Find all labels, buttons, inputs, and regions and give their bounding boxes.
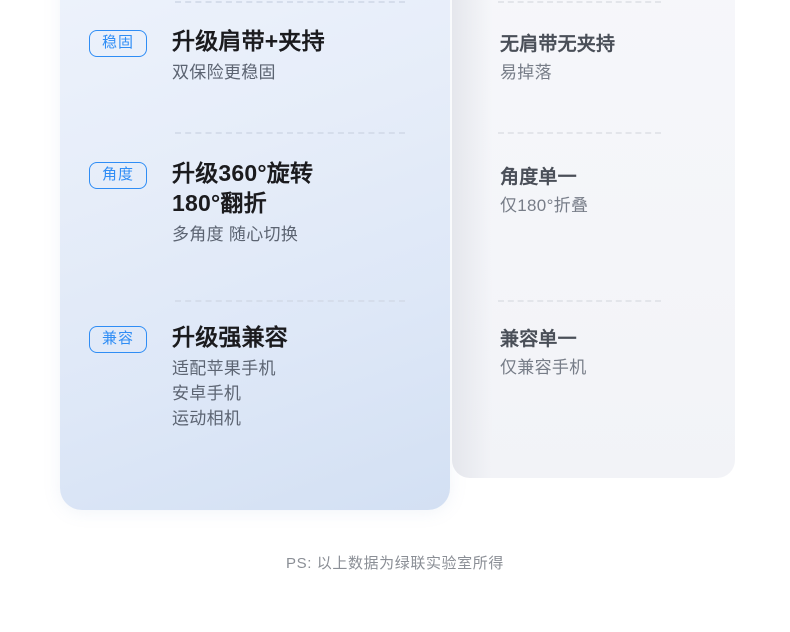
- other-subtitle-stability: 易掉落: [500, 63, 552, 82]
- badge-angle: 角度: [89, 162, 147, 189]
- ours-subtitle-stability: 双保险更稳固: [172, 63, 276, 82]
- divider-other-1: [498, 132, 661, 134]
- ours-title-compat: 升级强兼容: [172, 324, 288, 350]
- ours-subtitle-compat: 适配苹果手机 安卓手机 运动相机: [172, 359, 276, 428]
- ours-row-stability-text: 升级肩带+夹持 双保险更稳固: [172, 26, 450, 85]
- divider-ours-2: [175, 300, 405, 302]
- comparison-section: 稳固 升级肩带+夹持 双保险更稳固 角度 升级360°旋转 180°翻折 多角度…: [60, 0, 735, 510]
- divider-other-top: [498, 1, 661, 3]
- divider-other-2: [498, 300, 661, 302]
- other-subtitle-compat: 仅兼容手机: [500, 358, 587, 377]
- other-title-compat: 兼容单一: [500, 329, 577, 350]
- ours-subtitle-angle: 多角度 随心切换: [172, 225, 299, 244]
- divider-ours-1: [175, 132, 405, 134]
- other-card-background: [452, 0, 735, 478]
- other-row-angle: 角度单一 仅180°折叠: [500, 165, 735, 218]
- ours-row-compat-text: 升级强兼容 适配苹果手机 安卓手机 运动相机: [172, 322, 450, 431]
- ours-title-stability: 升级肩带+夹持: [172, 28, 325, 54]
- badge-stability: 稳固: [89, 30, 147, 57]
- other-row-compat: 兼容单一 仅兼容手机: [500, 327, 735, 380]
- other-title-stability: 无肩带无夹持: [500, 34, 616, 55]
- badge-compatibility: 兼容: [89, 326, 147, 353]
- ours-title-angle: 升级360°旋转 180°翻折: [172, 160, 314, 216]
- other-row-stability: 无肩带无夹持 易掉落: [500, 32, 735, 85]
- divider-ours-top: [175, 1, 405, 3]
- other-title-angle: 角度单一: [500, 167, 577, 188]
- other-subtitle-angle: 仅180°折叠: [500, 196, 589, 215]
- ours-card-background: [60, 0, 450, 510]
- footnote-text: PS: 以上数据为绿联实验室所得: [286, 555, 504, 572]
- ours-row-angle-text: 升级360°旋转 180°翻折 多角度 随心切换: [172, 158, 450, 247]
